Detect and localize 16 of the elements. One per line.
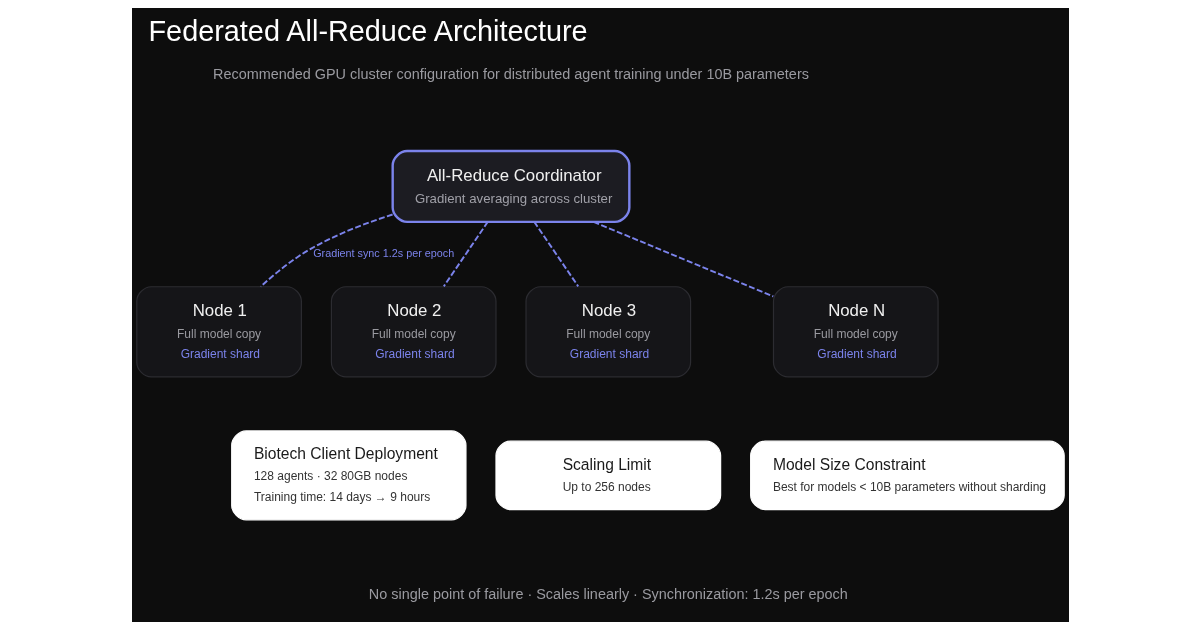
node-box: Model Size Constraint Best for models < 10B parameters without sharding [749,440,1065,511]
connector [532,220,579,288]
connector [442,220,489,288]
connector [259,213,394,288]
node-box: Node 1 Full model copy Gradient shard [135,286,302,378]
edge-label: Gradient sync 1.2s per epoch [312,246,454,259]
node-box: All-Reduce Coordinator Gradient averaging across cluster [391,149,631,224]
node-box: Node N Full model copy Gradient shard [772,286,939,378]
connector [592,220,774,298]
diagram-title: Federated All-Reduce Architecture [148,14,588,47]
node-box: Node 2 Full model copy Gradient shard [330,286,497,378]
label: Recommended GPU cluster configuration for distributed agent training under 10B parameters [212,66,809,83]
node-box: Node 3 Full model copy Gradient shard [524,286,691,378]
node-box: Biotech Client Deployment 128 agents · 32 80GB nodes Training time: 14 days → 9 hours [230,430,467,521]
label: No single point of failure · Scales linearly · Synchronization: 1.2s per epoch [368,586,848,603]
node-box: Scaling Limit Up to 256 nodes [494,440,721,511]
